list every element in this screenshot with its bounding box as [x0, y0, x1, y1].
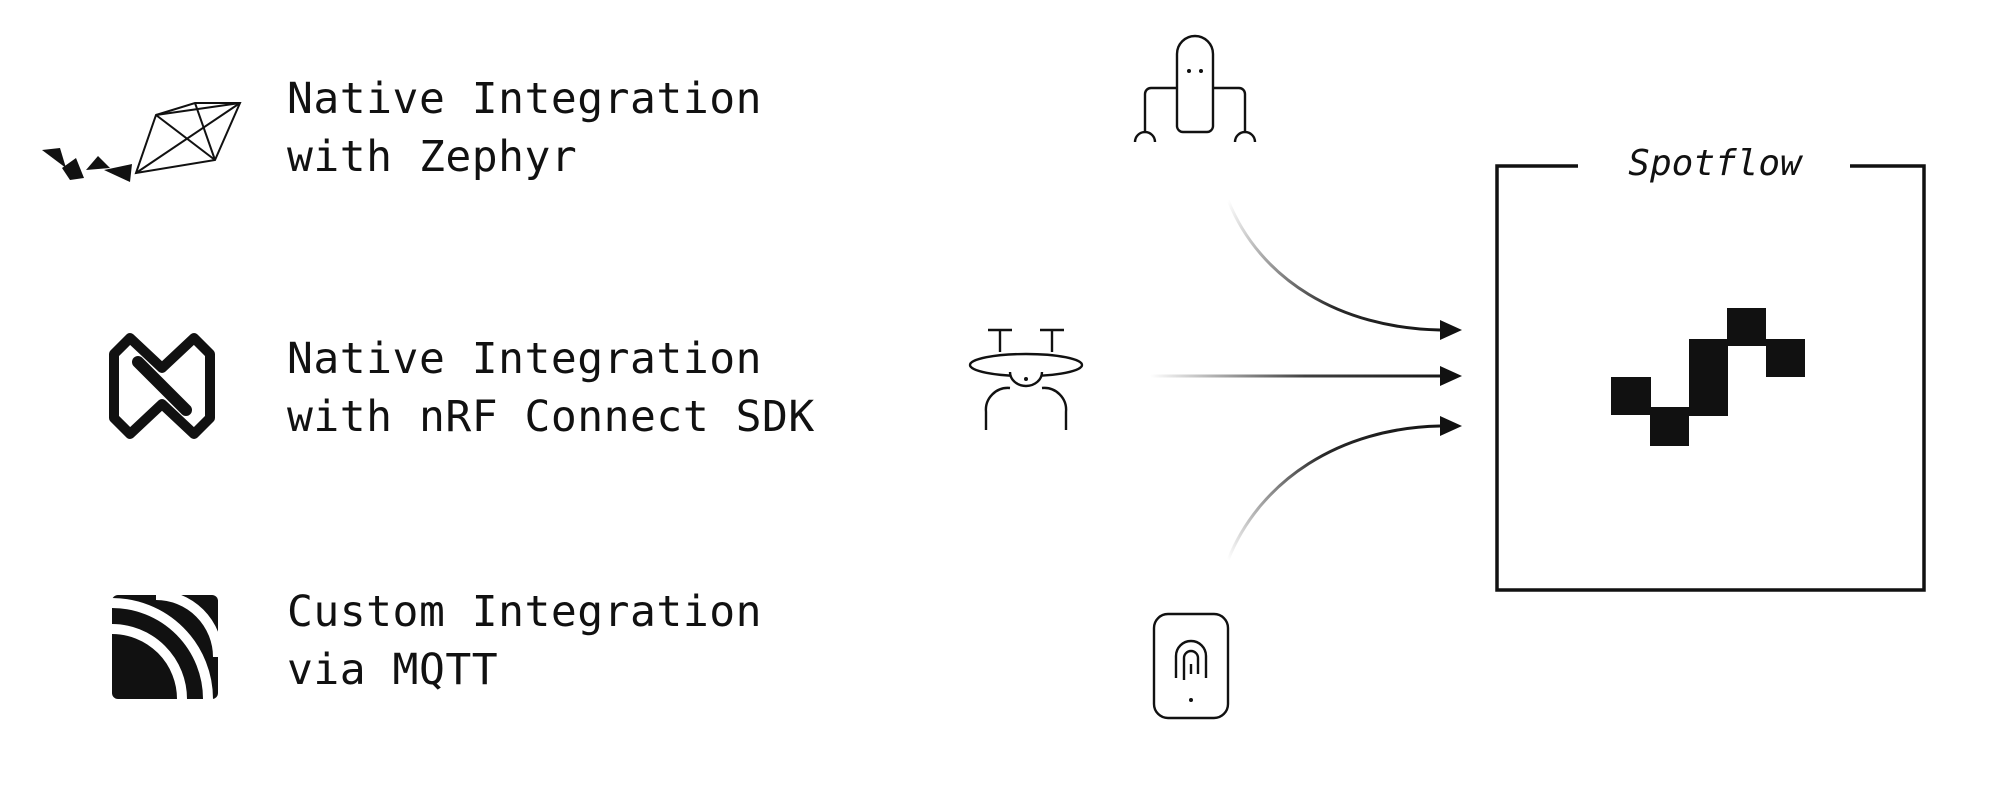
label-line-1: Custom Integration: [287, 587, 762, 637]
mqtt-logo-icon: [111, 590, 223, 703]
label-line-1: Native Integration: [287, 74, 762, 124]
integration-nrf-connect: Native Integration with nRF Connect SDK: [0, 300, 900, 500]
arrowhead: [1440, 416, 1462, 436]
spotflow-title: Spotflow: [1580, 140, 1850, 188]
zephyr-kite-icon: [40, 70, 242, 194]
arrow-fingerprint: [1226, 424, 1441, 561]
integration-label: Custom Integration via MQTT: [287, 583, 762, 699]
label-line-2: via MQTT: [287, 645, 499, 695]
integration-label: Native Integration with Zephyr: [287, 70, 762, 186]
nordic-logo-icon: [104, 332, 220, 444]
spotflow-box: [1495, 164, 1926, 592]
arrow-robot: [1226, 199, 1441, 332]
integration-mqtt: Custom Integration via MQTT: [0, 555, 900, 755]
robot-icon: [1133, 34, 1257, 143]
arrowhead: [1440, 366, 1462, 386]
label-line-2: with Zephyr: [287, 132, 578, 182]
integration-zephyr: Native Integration with Zephyr: [0, 40, 900, 240]
spotflow-logo-icon: [1611, 308, 1805, 446]
drone-icon: [968, 328, 1084, 430]
arrowhead: [1440, 320, 1462, 340]
fingerprint-reader-icon: [1152, 612, 1230, 720]
integration-label: Native Integration with nRF Connect SDK: [287, 330, 815, 446]
label-line-2: with nRF Connect SDK: [287, 392, 815, 442]
label-line-1: Native Integration: [287, 334, 762, 384]
